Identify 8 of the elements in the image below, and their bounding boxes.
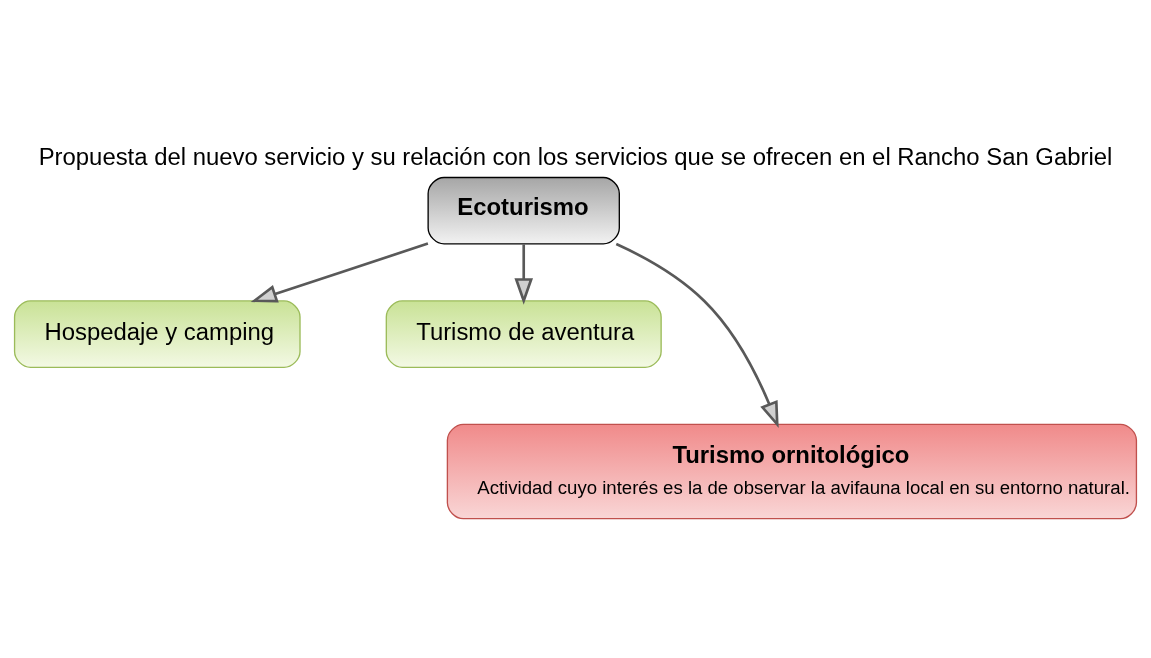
node-box: Hospedaje y camping: [13, 299, 301, 368]
arrow: [615, 242, 779, 428]
diagram-title: Propuesta del nuevo servicio y su relación con los servicios que se ofrecen en el Rancho San Gabriel: [38, 142, 1113, 170]
node-box: Turismo ornitológico Actividad cuyo interés es la de observar la avifauna local en su entorno natural.: [446, 423, 1138, 519]
node-box: Turismo de aventura: [385, 299, 662, 368]
node-box: Ecoturismo: [427, 176, 620, 245]
arrow: [250, 241, 429, 303]
arrow: [514, 243, 534, 305]
